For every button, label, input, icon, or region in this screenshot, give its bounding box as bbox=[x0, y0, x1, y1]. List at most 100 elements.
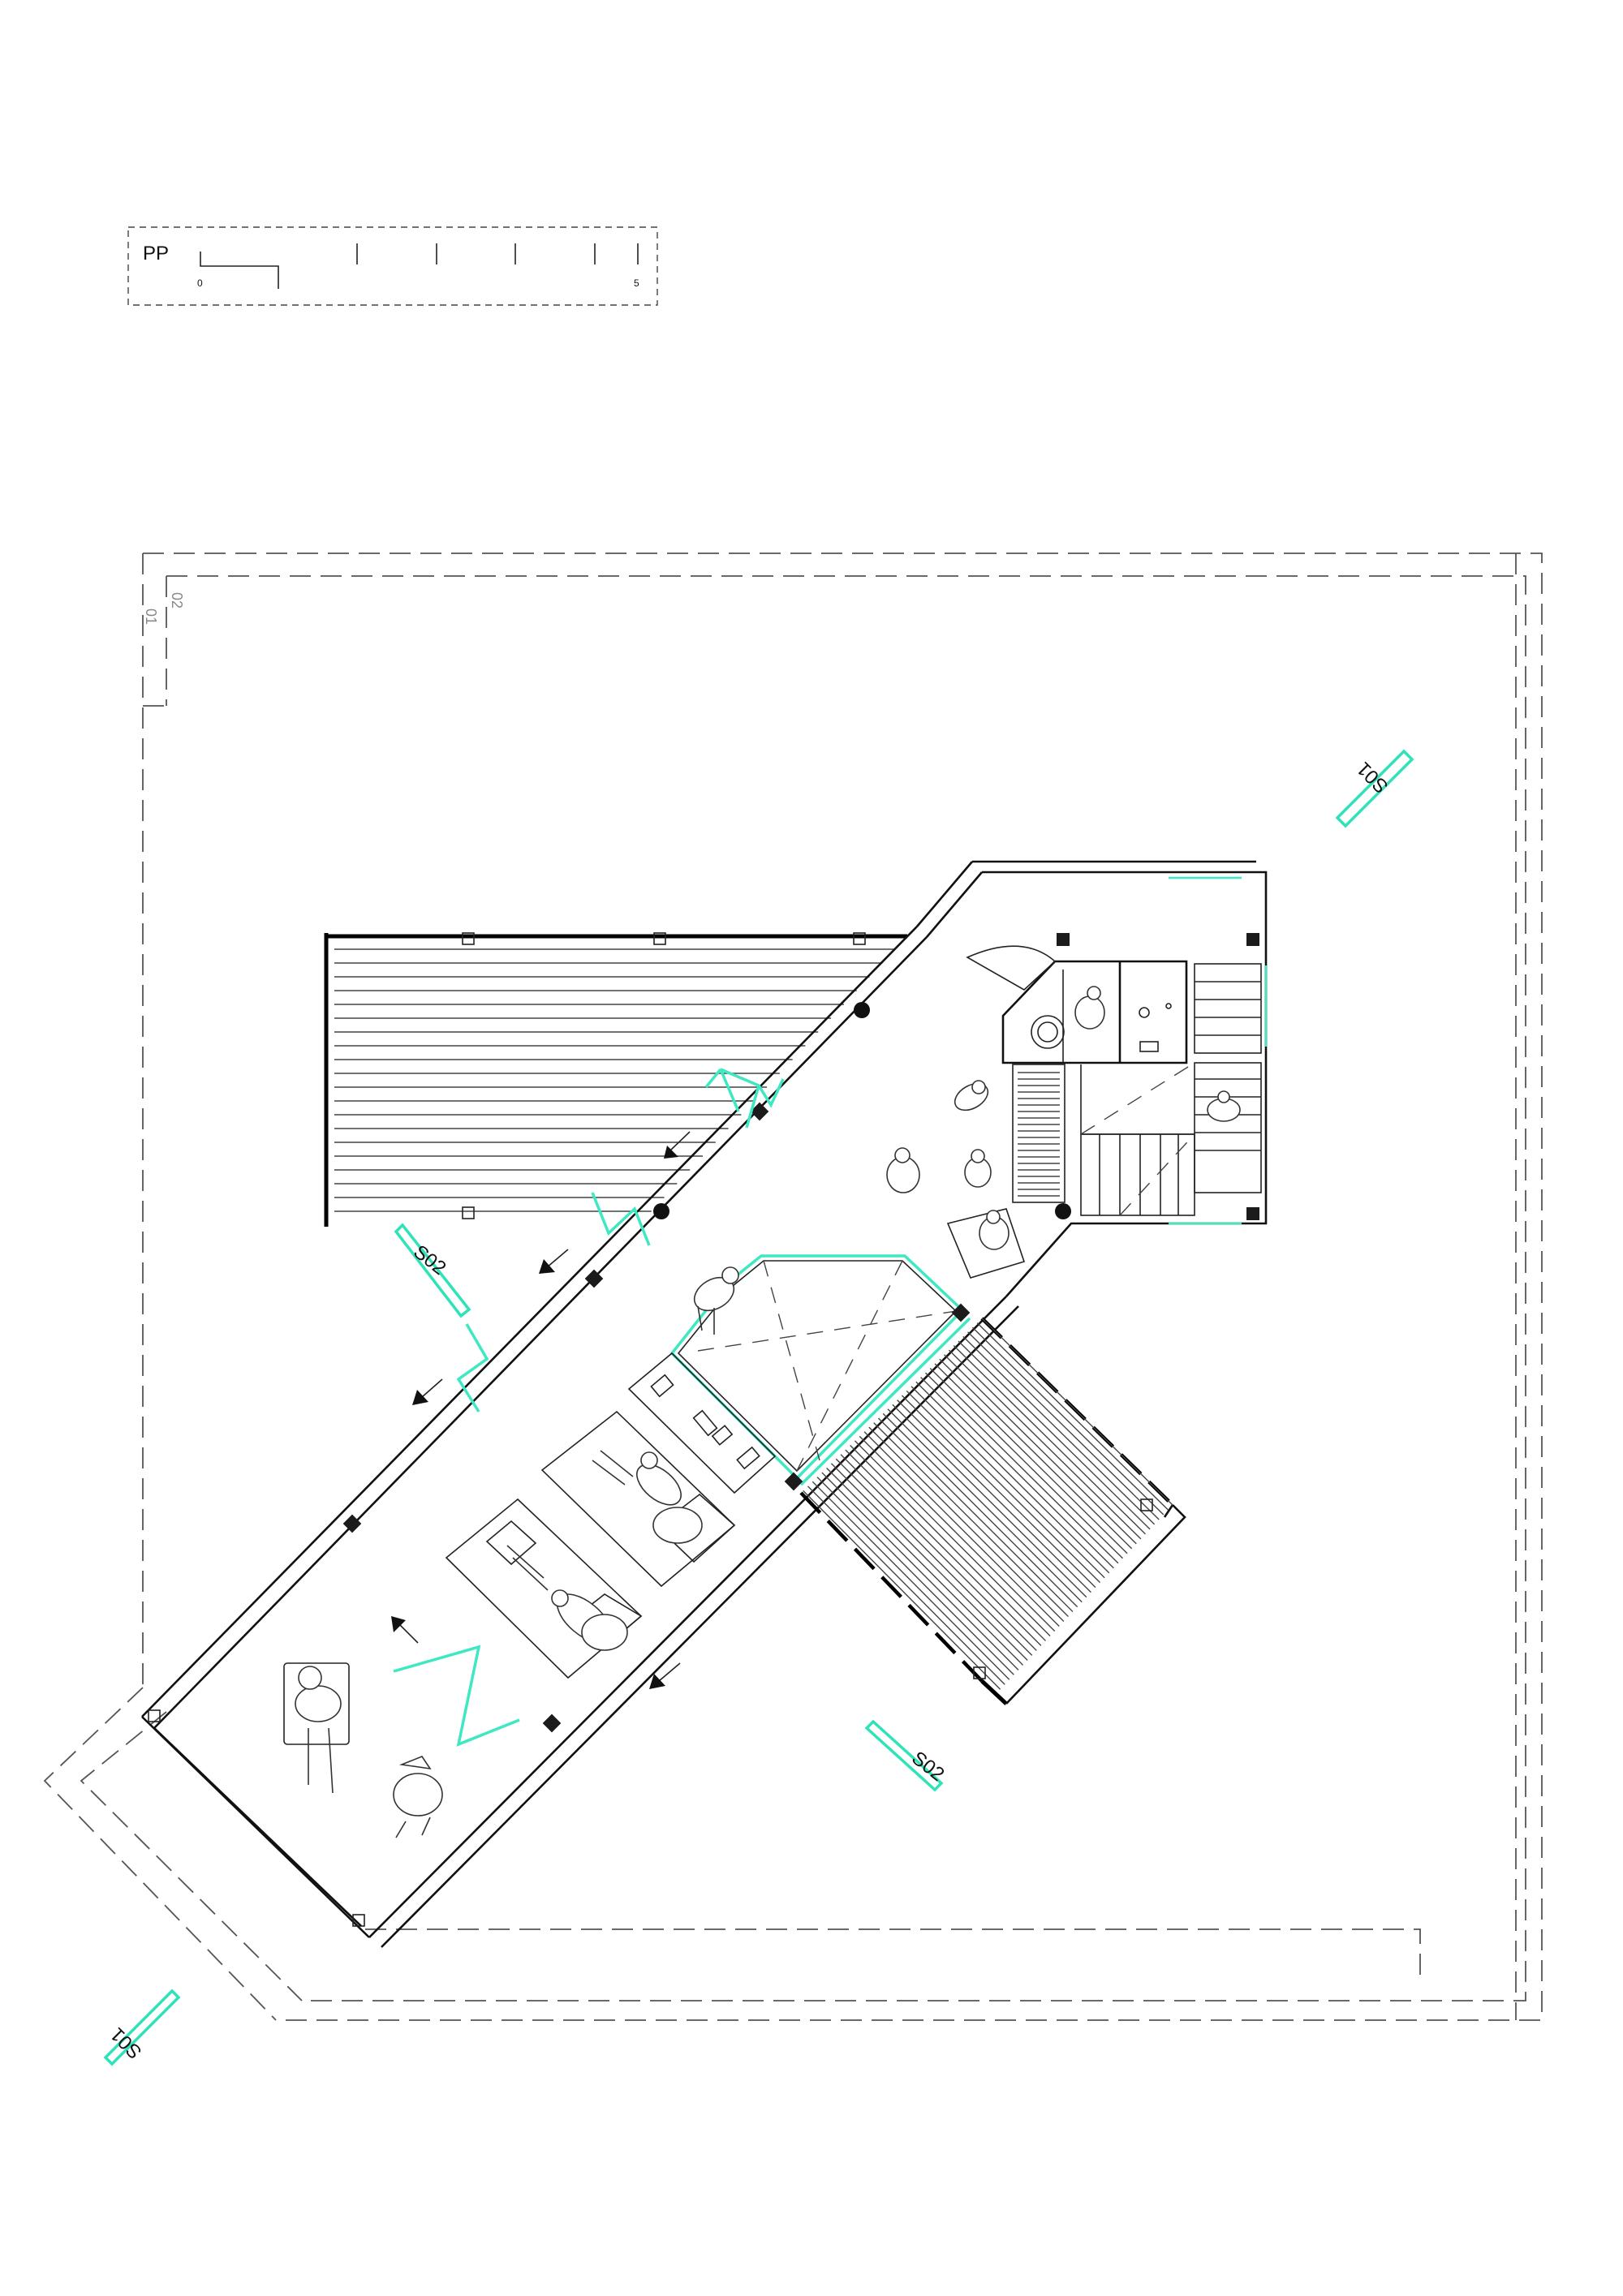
title-block-label: PP bbox=[143, 243, 169, 264]
deck-board bbox=[944, 1354, 1137, 1545]
section-label-s01-top: S01 bbox=[1353, 758, 1393, 798]
deck-board bbox=[897, 1400, 1091, 1593]
circulation-arrows bbox=[391, 1131, 691, 1689]
deck-post bbox=[973, 1666, 986, 1679]
person-reclining-top bbox=[592, 1450, 703, 1544]
deck-board bbox=[868, 1426, 1065, 1623]
section-marker-s02-left: S02 bbox=[394, 1223, 471, 1318]
column-square bbox=[1246, 933, 1259, 946]
corner-post bbox=[352, 1914, 365, 1927]
column-square bbox=[1057, 933, 1070, 946]
deck-board bbox=[915, 1381, 1110, 1574]
section-label-s02-right: S02 bbox=[907, 1747, 948, 1786]
section-marker-s01-bottom: S01 bbox=[103, 1989, 181, 2066]
person-reclining-bottom bbox=[506, 1545, 628, 1651]
structural-columns bbox=[148, 933, 1259, 1927]
shower-drain bbox=[1139, 1007, 1150, 1018]
arrow-southwest bbox=[664, 1131, 691, 1159]
deck-board bbox=[877, 1417, 1074, 1613]
site-boundary: 01 02 bbox=[43, 553, 1543, 2021]
scale-min-label: 0 bbox=[197, 277, 203, 289]
column-round bbox=[854, 1002, 870, 1018]
section-label-s01-bottom: S01 bbox=[106, 2023, 146, 2063]
arrow-southwest bbox=[539, 1249, 569, 1274]
deck-board bbox=[812, 1481, 1010, 1680]
seat-mat bbox=[283, 1662, 350, 1745]
deck-board bbox=[976, 1322, 1169, 1511]
deck-board bbox=[911, 1386, 1105, 1579]
building-envelope bbox=[141, 860, 1268, 1948]
column-square bbox=[1246, 1207, 1259, 1220]
column-square bbox=[542, 1713, 562, 1733]
deck-post bbox=[1140, 1498, 1153, 1511]
column-square bbox=[342, 1514, 362, 1533]
deck-board bbox=[882, 1412, 1078, 1608]
stair-block bbox=[1012, 1064, 1065, 1203]
column-round bbox=[653, 1203, 669, 1219]
person-bathroom bbox=[1074, 986, 1105, 1030]
deck-board bbox=[967, 1331, 1160, 1520]
deck-post bbox=[653, 932, 666, 945]
deck-post bbox=[462, 1206, 475, 1219]
deck-bottom-right bbox=[799, 1317, 1186, 1705]
level-mark-01: 01 bbox=[143, 608, 159, 625]
lounge-mat bbox=[540, 1410, 736, 1588]
deck-board bbox=[821, 1472, 1019, 1670]
column-square bbox=[584, 1269, 604, 1288]
deck-board bbox=[920, 1377, 1114, 1569]
shelf-unit bbox=[627, 1352, 777, 1494]
deck-board bbox=[873, 1422, 1069, 1618]
deck-board bbox=[840, 1454, 1037, 1651]
deck-board bbox=[850, 1445, 1046, 1641]
person-standing-court bbox=[693, 1266, 739, 1335]
deck-board bbox=[845, 1449, 1042, 1646]
service-core bbox=[966, 945, 1262, 1216]
column-square bbox=[951, 1303, 971, 1322]
section-label-s02-left: S02 bbox=[409, 1240, 450, 1279]
deck-board bbox=[962, 1335, 1156, 1525]
deck-post bbox=[853, 932, 866, 945]
deck-top-left bbox=[324, 932, 907, 1227]
deck-board bbox=[958, 1340, 1151, 1530]
chair bbox=[946, 1208, 1026, 1279]
person-group-core bbox=[886, 1080, 1010, 1250]
deck-board bbox=[906, 1390, 1101, 1584]
deck-board bbox=[892, 1404, 1087, 1598]
deck-board bbox=[971, 1326, 1165, 1516]
column-round bbox=[1055, 1203, 1071, 1219]
deck-board bbox=[887, 1408, 1083, 1603]
deck-board bbox=[929, 1367, 1124, 1559]
deck-bottom-right-boards bbox=[803, 1318, 1173, 1690]
deck-board bbox=[939, 1358, 1133, 1550]
deck-board bbox=[981, 1318, 1173, 1506]
corner-post bbox=[148, 1709, 161, 1722]
deck-board bbox=[807, 1486, 1005, 1685]
glazing-zigzags bbox=[393, 1068, 785, 1747]
section-marker-s02-right: S02 bbox=[864, 1719, 949, 1792]
scale-bar: 0 5 bbox=[197, 243, 639, 289]
deck-post bbox=[462, 932, 475, 945]
deck-board bbox=[953, 1345, 1146, 1535]
entourage-people bbox=[295, 986, 1241, 1838]
column-square bbox=[750, 1102, 769, 1121]
arrow-southwest bbox=[412, 1378, 443, 1405]
stair-treads bbox=[1018, 1072, 1060, 1197]
deck-board bbox=[830, 1463, 1028, 1661]
deck-top-left-boards bbox=[334, 948, 896, 1212]
scale-max-label: 5 bbox=[634, 277, 639, 289]
arrow-southwest bbox=[649, 1662, 681, 1689]
washbasin bbox=[1031, 1015, 1065, 1049]
deck-board bbox=[826, 1467, 1024, 1666]
person-stairs bbox=[1207, 1090, 1241, 1122]
deck-board bbox=[901, 1395, 1096, 1589]
section-marker-s01-top: S01 bbox=[1335, 749, 1414, 828]
lounge-mat bbox=[445, 1498, 643, 1679]
deck-board bbox=[934, 1363, 1128, 1554]
deck-board bbox=[854, 1440, 1051, 1636]
person-seated-mat bbox=[295, 1666, 342, 1794]
deck-board bbox=[803, 1490, 1001, 1690]
deck-board bbox=[835, 1458, 1033, 1656]
deck-board bbox=[816, 1477, 1014, 1675]
person-with-dog bbox=[393, 1756, 443, 1838]
